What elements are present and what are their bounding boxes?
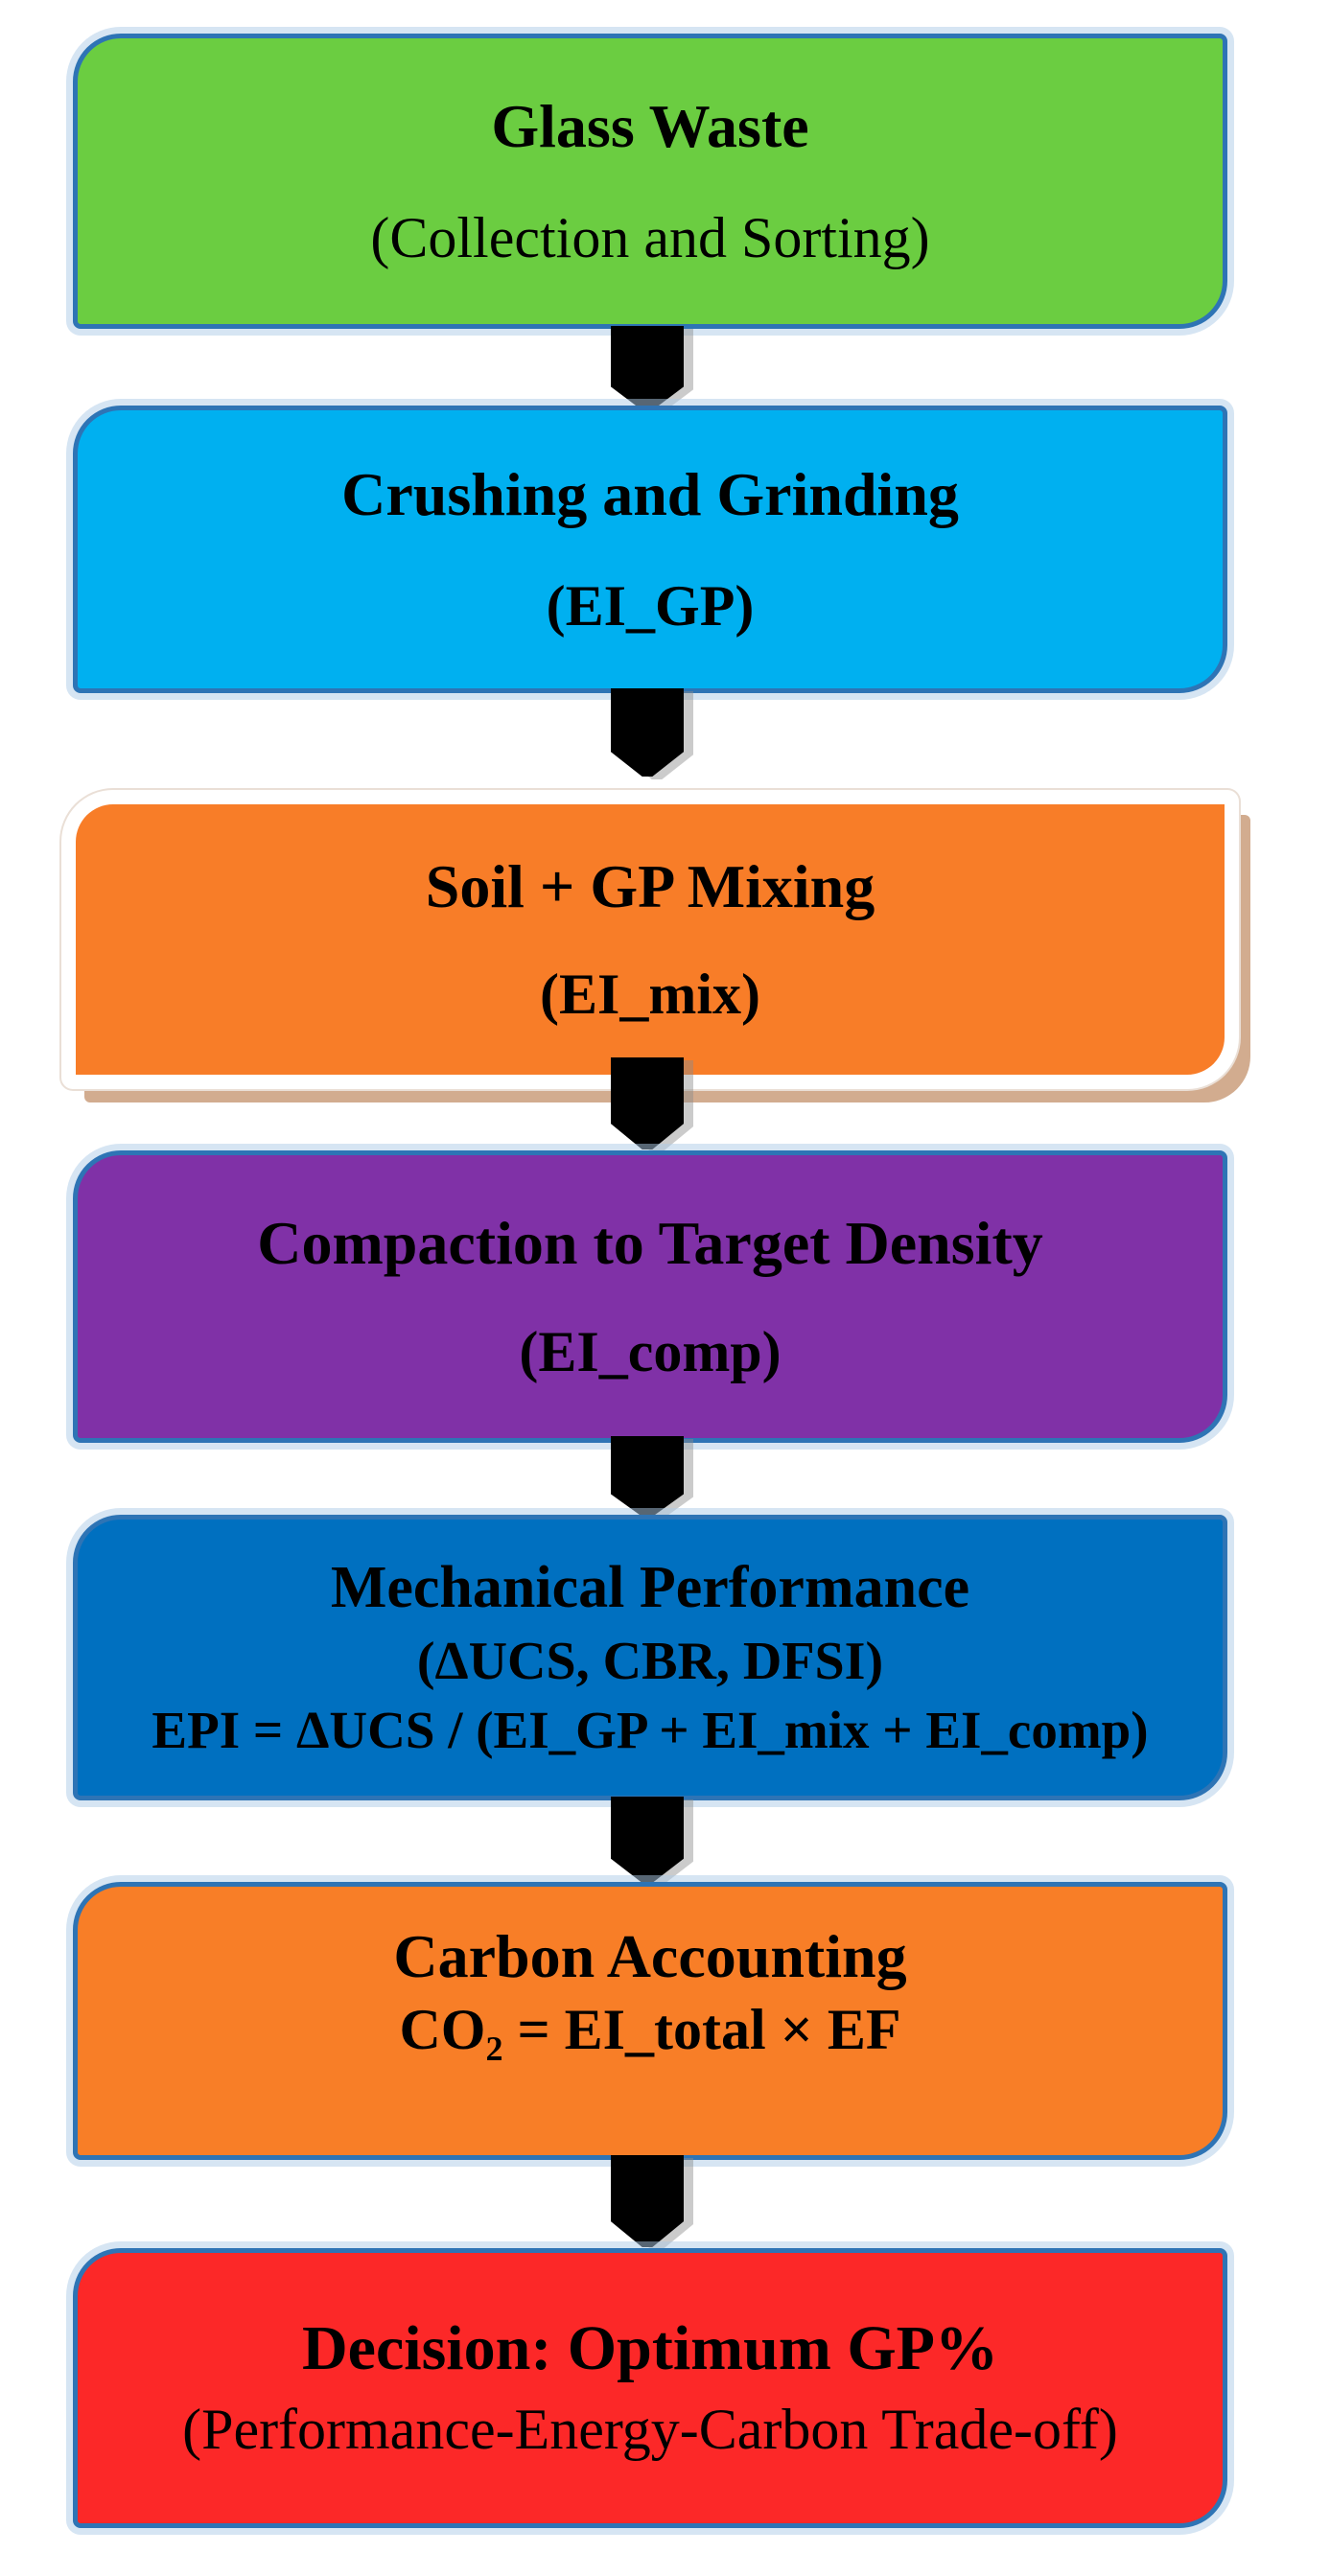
down-arrow-shape: [611, 2155, 684, 2247]
step-subtitle: (ΔUCS, CBR, DFSI): [416, 1631, 884, 1691]
step-formula: EPI = ΔUCS / (EI_GP + EI_mix + EI_comp): [152, 1701, 1149, 1760]
down-arrow-6: [611, 2155, 684, 2247]
down-arrow-shape: [611, 1797, 684, 1883]
step-box-compaction: Compaction to Target Density (EI_comp): [73, 1150, 1227, 1443]
step-box-decision: Decision: Optimum GP% (Performance-Energ…: [73, 2248, 1227, 2528]
down-arrow-shape: [611, 1436, 684, 1517]
step-title: Decision: Optimum GP%: [302, 2313, 998, 2384]
down-arrow-shape: [611, 326, 684, 410]
step-title: Soil + GP Mixing: [425, 851, 875, 920]
step-box-crushing-grinding: Crushing and Grinding (EI_GP): [73, 406, 1227, 693]
step-subtitle: (EI_mix): [540, 963, 760, 1027]
step-box-carbon-accounting: Carbon Accounting CO₂ = EI_total × EF: [73, 1882, 1227, 2160]
step-title: Glass Waste: [491, 91, 809, 160]
step-box-mechanical-performance: Mechanical Performance (ΔUCS, CBR, DFSI)…: [73, 1515, 1227, 1800]
down-arrow-shape: [611, 1057, 684, 1149]
down-arrow-4: [611, 1436, 684, 1517]
step-subtitle: (EI_GP): [546, 574, 755, 638]
step-title: Compaction to Target Density: [257, 1209, 1043, 1278]
step-formula: CO₂ = EI_total × EF: [399, 1998, 901, 2062]
step-subtitle: (EI_comp): [519, 1319, 782, 1383]
step-box-glass-waste: Glass Waste (Collection and Sorting): [73, 34, 1227, 329]
step-title: Carbon Accounting: [393, 1921, 907, 1990]
step-title: Crushing and Grinding: [341, 459, 959, 528]
down-arrow-2: [611, 688, 684, 777]
down-arrow-shape: [611, 688, 684, 777]
step-box-soil-gp-mixing: Soil + GP Mixing (EI_mix): [61, 790, 1239, 1089]
down-arrow-3: [611, 1057, 684, 1149]
step-subtitle: (Performance-Energy-Carbon Trade-off): [182, 2398, 1118, 2462]
down-arrow-5: [611, 1797, 684, 1883]
step-subtitle: (Collection and Sorting): [370, 206, 930, 270]
step-title: Mechanical Performance: [330, 1555, 970, 1621]
down-arrow-1: [611, 326, 684, 410]
